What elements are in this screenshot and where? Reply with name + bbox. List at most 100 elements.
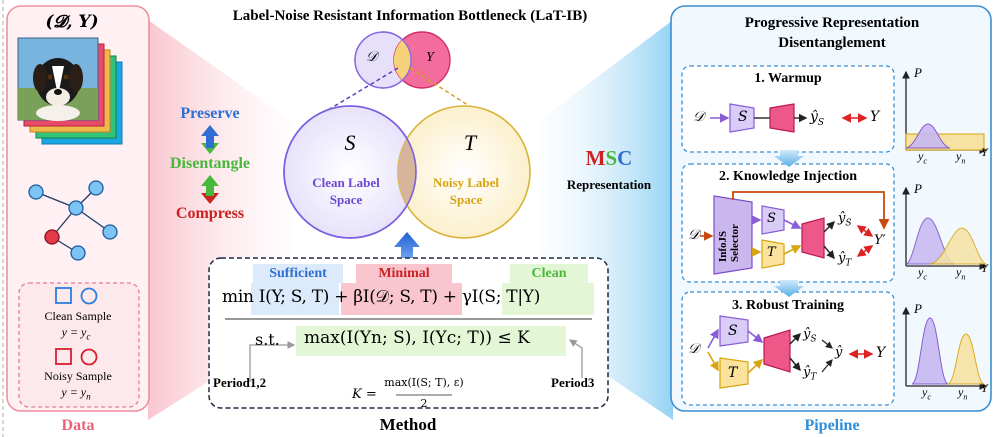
stage1-d-symbol: 𝒟 bbox=[693, 109, 705, 125]
pipeline-header-line2: Disentanglement bbox=[778, 35, 886, 51]
period12-label: Period1,2 bbox=[213, 375, 267, 390]
stage2-title: 2. Knowledge Injection bbox=[718, 169, 858, 184]
preserve-disentangle-arrow-icon bbox=[201, 125, 219, 154]
dist2-y-label: Y bbox=[981, 261, 988, 275]
stage3-y-symbol: Y bbox=[876, 345, 886, 361]
dist3-p-label: P bbox=[914, 301, 922, 316]
infojs-selector-text: InfoJS Selector bbox=[717, 224, 742, 262]
tag-clean-bg bbox=[510, 264, 588, 283]
venn-s-label: S bbox=[344, 130, 356, 155]
stage1-y-symbol: Y bbox=[870, 109, 880, 125]
data-footer: Data bbox=[61, 417, 95, 434]
noisy-space-line1: Noisy Label bbox=[432, 175, 500, 190]
stage3-title: 3. Robust Training bbox=[732, 298, 844, 313]
dist1-p-label: P bbox=[914, 65, 922, 80]
msc-label: MSC bbox=[585, 146, 633, 170]
venn-small-d: 𝒟 bbox=[366, 50, 378, 65]
dist3-yc: yc bbox=[922, 385, 931, 402]
noisy-sample-label: Noisy Sample bbox=[44, 369, 112, 383]
pipeline-header-line1: Progressive Representation bbox=[744, 15, 920, 31]
stage3-yhat-t-symbol: ŷT bbox=[803, 365, 817, 383]
stage2-s-symbol: S bbox=[767, 211, 776, 226]
stage1-title: 1. Warmup bbox=[754, 71, 822, 86]
dist3-y-label: Y bbox=[981, 381, 988, 395]
up-arrow-icon bbox=[394, 232, 420, 258]
dist1-yc: yc bbox=[918, 149, 927, 166]
clean-space-line1: Clean Label bbox=[312, 175, 380, 190]
encoder-s-icon bbox=[761, 205, 785, 235]
classifier-icon bbox=[763, 329, 791, 373]
disentangle-compress-arrow-icon bbox=[201, 175, 219, 204]
stage2-flow bbox=[700, 191, 890, 275]
dist2-yn: yn bbox=[956, 265, 966, 282]
graph-icon bbox=[28, 180, 118, 261]
clean-space-line2: Space bbox=[329, 192, 363, 207]
constraint-highlight bbox=[296, 326, 566, 356]
disentangle-label: Disentangle bbox=[170, 155, 250, 172]
stage2-yprime-symbol: Y′ bbox=[874, 233, 886, 248]
stage3-yhat-s-symbol: ŷS bbox=[803, 327, 817, 345]
clean-highlight bbox=[502, 283, 594, 315]
stage2-yhat-t-symbol: ŷT bbox=[838, 251, 852, 269]
k-numerator: max(I(S; T), ε) bbox=[384, 376, 464, 389]
venn-big bbox=[283, 105, 531, 239]
stage1-to-2-arrow bbox=[774, 150, 804, 167]
stage2-d-symbol: 𝒟 bbox=[688, 227, 700, 243]
classifier-icon bbox=[769, 103, 795, 133]
noisy-space-line2: Space bbox=[449, 192, 483, 207]
stage3-yhat-symbol: ŷ bbox=[835, 345, 843, 360]
sufficient-highlight bbox=[251, 283, 339, 315]
clean-circle-icon bbox=[80, 287, 98, 305]
legend-box bbox=[18, 282, 140, 408]
noisy-sample-eq: y = yn bbox=[61, 385, 91, 402]
k-lhs: K = bbox=[352, 387, 377, 402]
tag-sufficient-bg2 bbox=[253, 264, 343, 283]
image-stack-icon bbox=[17, 37, 123, 145]
objective-formula: min I(Y; S, T) + βI(𝒟; S, T) + γI(S; T|Y… bbox=[222, 287, 541, 307]
tag-minimal-bg bbox=[356, 264, 452, 283]
method-footer: Method bbox=[379, 415, 437, 434]
stage2-yhat-s-symbol: ŷS bbox=[838, 211, 852, 229]
stage1-yhat-symbol: ŷS bbox=[810, 109, 825, 128]
stage3-flow bbox=[707, 315, 874, 389]
tag-minimal: Minimal bbox=[378, 266, 430, 281]
dist1-yn: yn bbox=[956, 149, 966, 166]
period12-arrow bbox=[249, 341, 296, 382]
stage1-flow bbox=[710, 103, 868, 133]
venn-small-y: Y bbox=[426, 50, 434, 65]
infojs-selector-icon bbox=[713, 195, 753, 275]
constraint-formula: max(I(Yn; S), I(Yc; T)) ≤ K bbox=[304, 328, 530, 348]
stage2-t-symbol: T bbox=[767, 245, 776, 260]
stage2-to-3-arrow bbox=[774, 280, 804, 297]
dist1-y-label: Y bbox=[981, 145, 988, 159]
dist-plot-1 bbox=[902, 70, 988, 154]
dist2-yc: yc bbox=[918, 265, 927, 282]
period3-arrow bbox=[568, 339, 583, 378]
constraint-prefix: s.t. bbox=[255, 330, 280, 349]
venn-small bbox=[354, 31, 451, 89]
connector-right bbox=[409, 67, 486, 117]
k-denominator: 2 bbox=[420, 397, 428, 410]
clean-square-icon bbox=[55, 287, 72, 304]
stage1-s-symbol: S bbox=[738, 109, 748, 125]
data-header: (𝓓, 𝒀) bbox=[45, 12, 99, 32]
feedback-arrow bbox=[732, 191, 890, 230]
dist3-yn: yn bbox=[958, 385, 968, 402]
venn-t-label: T bbox=[463, 130, 477, 155]
minimal-highlight bbox=[341, 283, 462, 315]
page-title: Label-Noise Resistant Information Bottle… bbox=[232, 8, 588, 24]
noisy-circle-icon bbox=[80, 348, 98, 366]
pipeline-footer: Pipeline bbox=[804, 417, 860, 434]
classifier-icon bbox=[801, 217, 825, 259]
period3-label: Period3 bbox=[551, 375, 595, 390]
noisy-square-icon bbox=[55, 348, 72, 365]
dist-plot-3 bbox=[902, 306, 988, 390]
encoder-t-icon bbox=[719, 357, 749, 389]
tag-sufficient: Sufficient bbox=[269, 266, 327, 281]
encoder-s-icon bbox=[729, 103, 755, 133]
clean-sample-eq: y = yc bbox=[61, 325, 91, 342]
encoder-s-icon bbox=[719, 315, 749, 347]
clean-sample-label: Clean Sample bbox=[44, 309, 112, 323]
dist2-p-label: P bbox=[914, 181, 922, 196]
